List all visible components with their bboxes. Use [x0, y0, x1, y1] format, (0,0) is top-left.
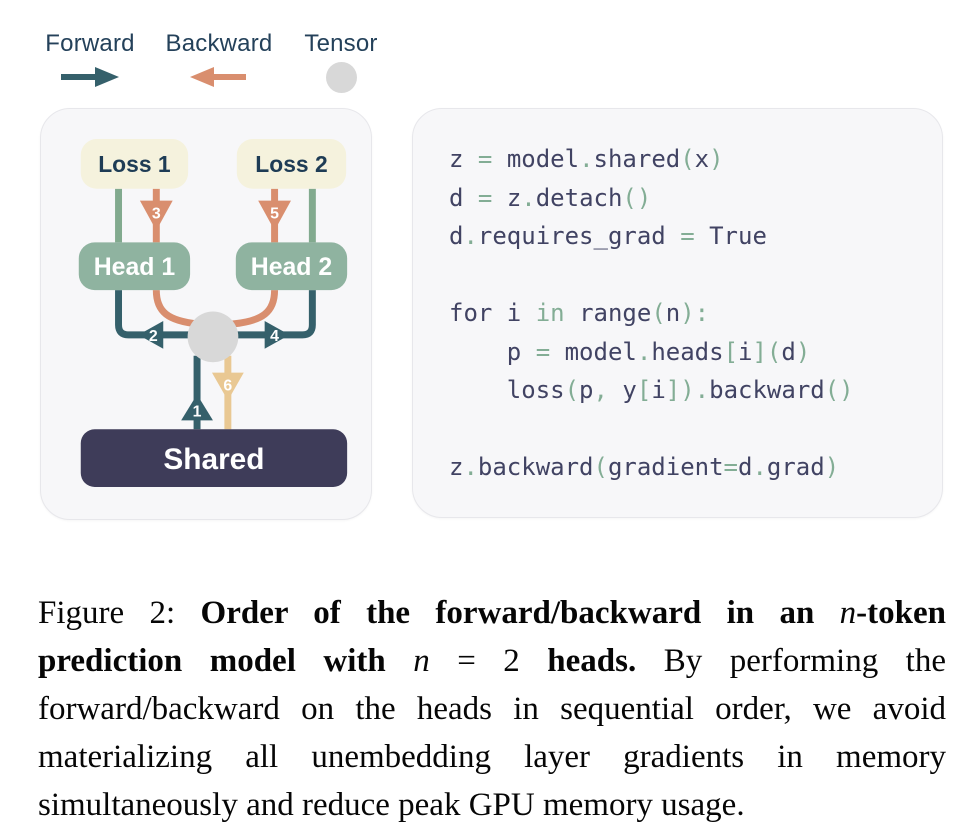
step-label-4: 4: [270, 328, 279, 345]
forward-label: Forward: [45, 30, 135, 57]
loss2-node: [236, 139, 347, 189]
caption-segment: n: [413, 643, 430, 679]
step-arrow-5: [258, 200, 291, 231]
code-line: z = model.shared(x): [449, 145, 724, 173]
code-line: p = model.heads[i](d): [449, 337, 811, 366]
tensor-label: Tensor: [304, 30, 378, 57]
forward-edge-tensor-head2: [212, 290, 316, 339]
caption-segment: -token prediction model with: [38, 595, 947, 679]
caption-segment: By performing the forward/backward on th…: [38, 643, 946, 823]
step-label-2: 2: [149, 328, 158, 345]
step-label-6: 6: [223, 378, 232, 395]
legend-item-tensor: Tensor: [300, 30, 382, 93]
step-label-1: 1: [193, 403, 202, 420]
model-diagram: 1 2 3 4 5 6 Loss 1 Loss 2 Head 1 Head 2 …: [78, 139, 348, 487]
legend-item-forward: Forward: [40, 30, 140, 88]
tensor-circle: [187, 311, 239, 363]
caption-segment: heads.: [547, 643, 637, 679]
code-card: z = model.shared(x) d = z.detach() d.requi…: [412, 108, 943, 518]
code-line: z.backward(gradient=d.grad): [449, 453, 840, 481]
tensor-circle-icon: [325, 62, 357, 93]
shared-node: [80, 429, 348, 487]
forward-arrow-icon: [61, 66, 119, 88]
step-arrow-3: [139, 200, 173, 231]
figure-caption: Figure 2: Order of the forward/backward …: [38, 589, 946, 829]
caption-segment: Order of the forward/backward in an: [200, 595, 840, 631]
caption-segment: n: [839, 595, 857, 631]
code-line: d.requires_grad = True: [449, 222, 767, 250]
caption-segment: = 2: [429, 643, 548, 679]
code-line: for i in range(n):: [449, 299, 710, 327]
backward-label: Backward: [165, 30, 273, 57]
code-line: [449, 410, 922, 449]
step-label-3: 3: [152, 206, 161, 223]
legend-item-backward: Backward: [158, 30, 280, 88]
loss2-label: Loss 2: [255, 151, 327, 177]
head2-label: Head 2: [251, 254, 332, 281]
step-arrow-2: [138, 320, 164, 349]
step-arrow-6: [211, 372, 244, 401]
loss1-label: Loss 1: [98, 151, 171, 177]
step-arrow-1: [181, 394, 213, 421]
head2-node: [235, 242, 348, 291]
legend: Forward Backward Tensor: [0, 0, 420, 100]
code-line: loss(p, y[i]).backward(): [449, 376, 854, 404]
step-label-5: 5: [270, 206, 279, 223]
forward-edge-tensor-head1: [115, 290, 213, 339]
step-arrow-4: [264, 320, 290, 349]
loss1-node: [80, 139, 189, 189]
diagram-card: 1 2 3 4 5 6 Loss 1 Loss 2 Head 1 Head 2 …: [40, 108, 372, 520]
head1-label: Head 1: [94, 254, 176, 281]
shared-label: Shared: [163, 443, 264, 476]
code-line: d = z.detach(): [449, 183, 652, 212]
caption-segment: Figure 2:: [38, 595, 201, 631]
code-line: [449, 256, 922, 295]
backward-arrow-icon: [190, 66, 248, 88]
code-block: z = model.shared(x) d = z.detach() d.requi…: [449, 140, 922, 487]
head1-node: [78, 242, 191, 291]
